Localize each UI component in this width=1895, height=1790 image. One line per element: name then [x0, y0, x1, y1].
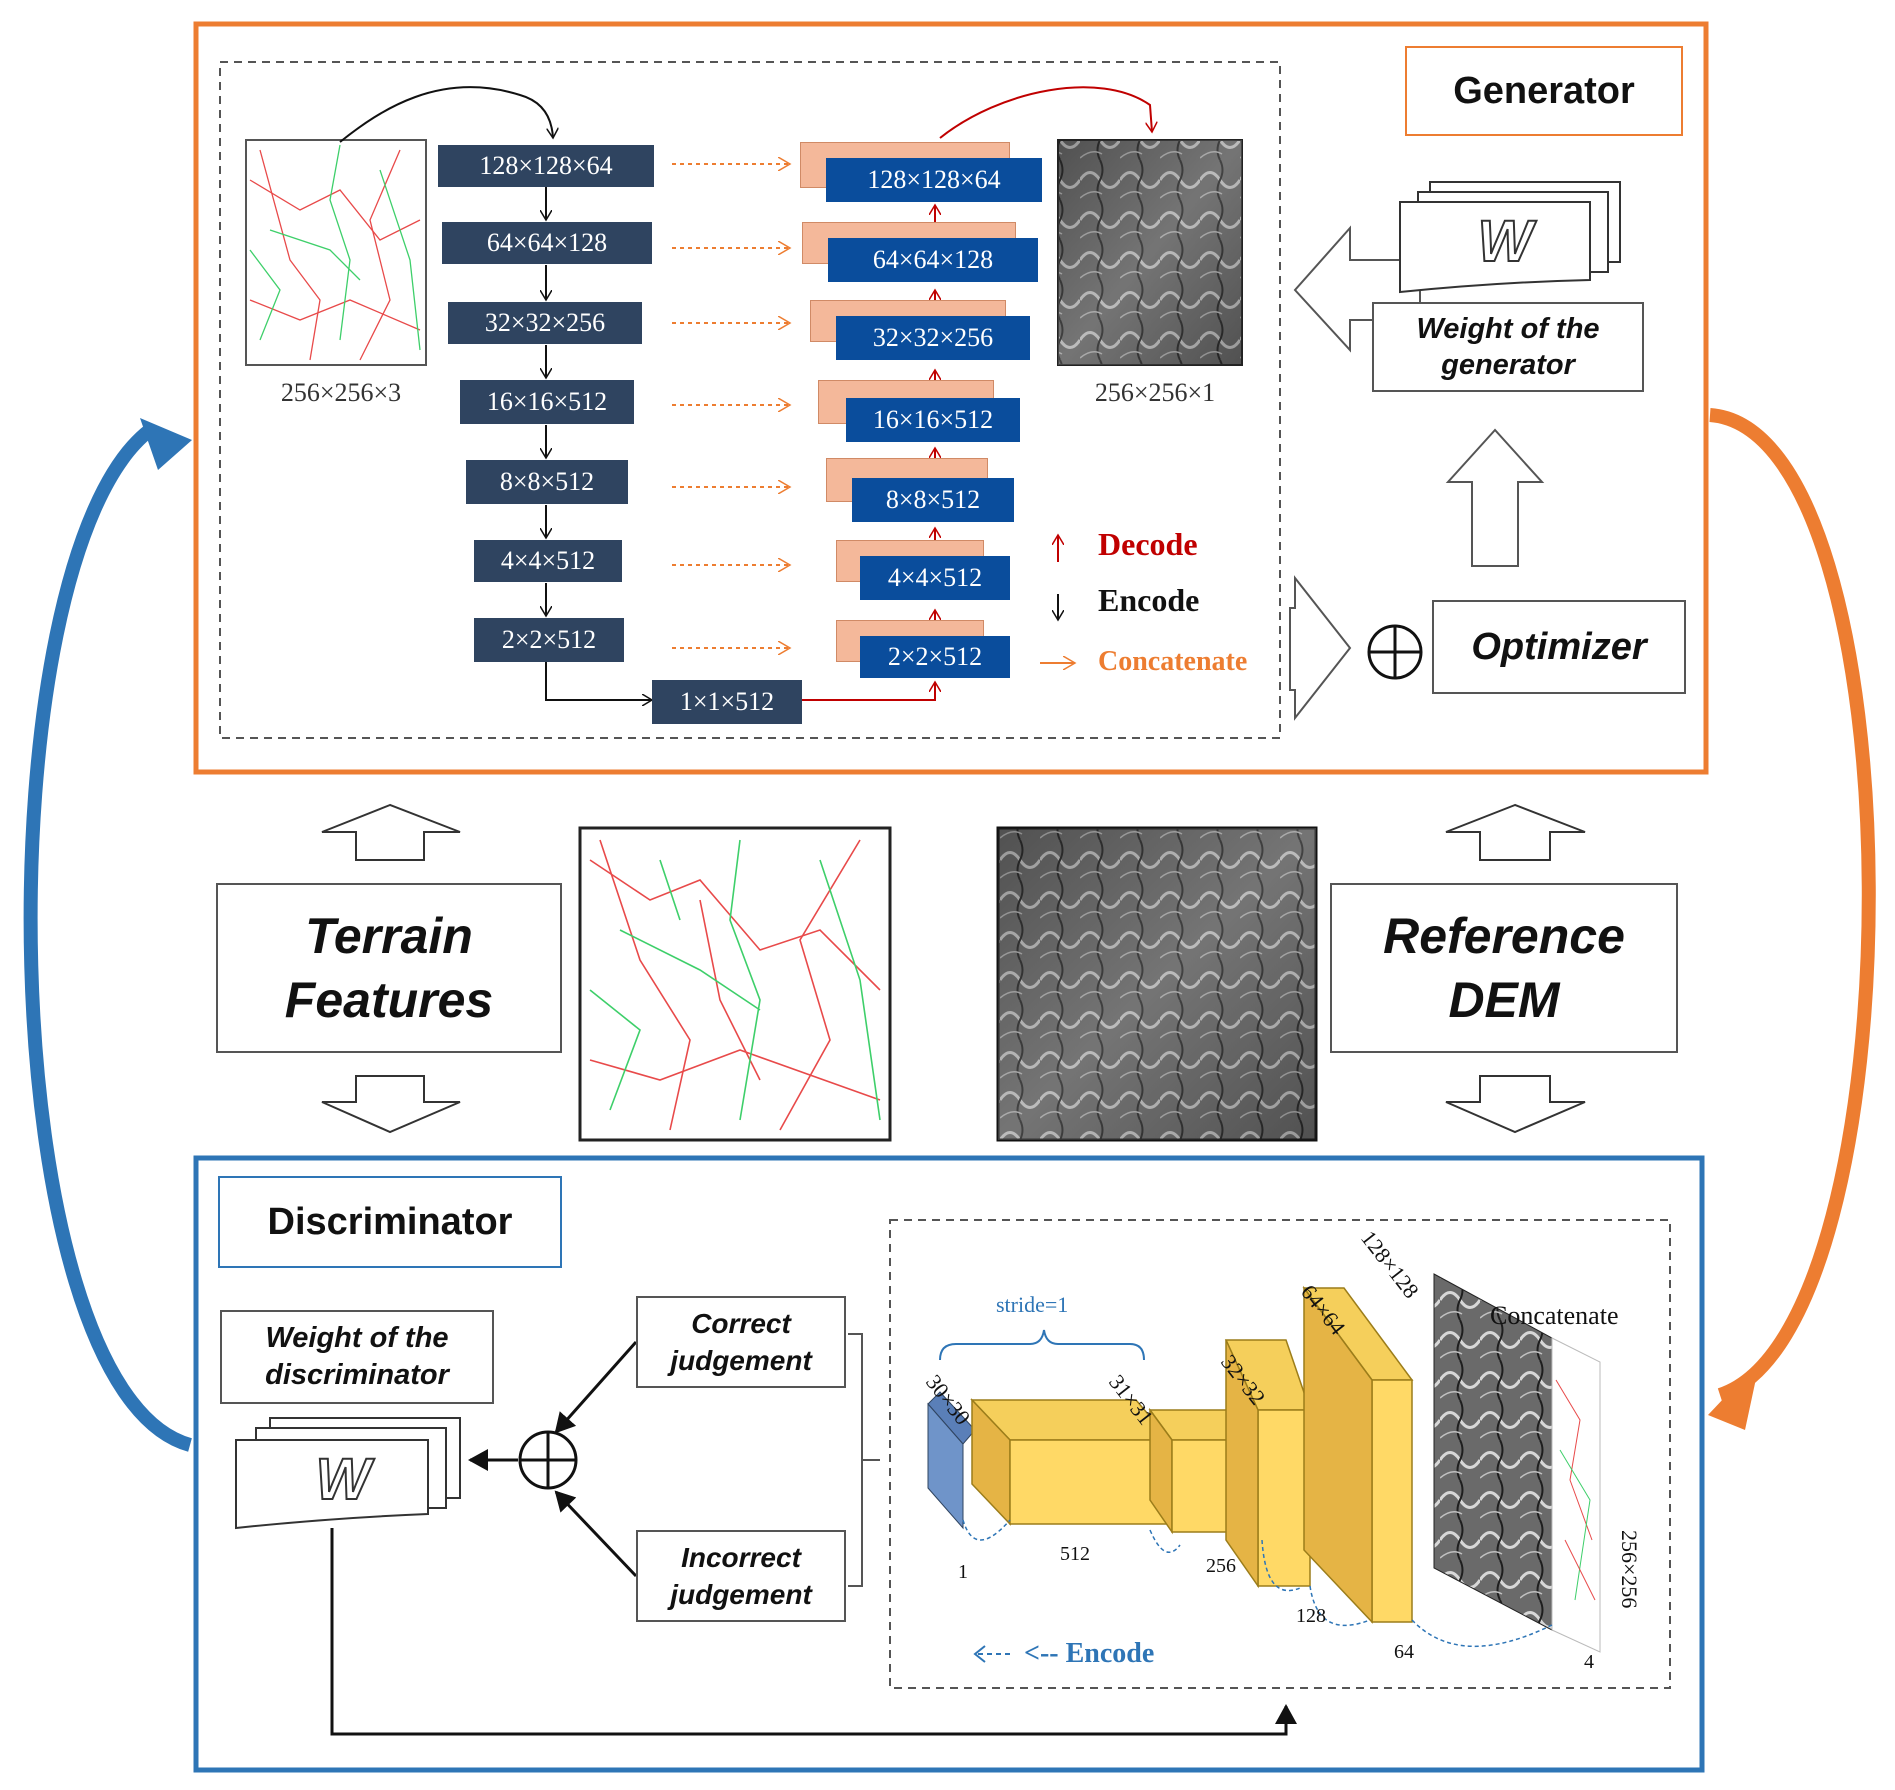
discriminator-weight-box: Weight of the discriminator — [220, 1310, 494, 1404]
terrain-features-label: Terrain Features — [284, 908, 494, 1028]
generator-weight-box: Weight of the generator — [1372, 302, 1644, 392]
optimizer-to-weight-arrow — [1445, 428, 1545, 567]
discriminator-title: Discriminator — [267, 1200, 513, 1243]
decoder-block-1: 64×64×128 — [828, 238, 1038, 282]
into-optimizer-arrow — [1289, 575, 1352, 721]
input-size-label: 256×256 — [1617, 1530, 1642, 1608]
generator-weight-stack — [1399, 181, 1621, 294]
generator-sum-icon — [1367, 624, 1423, 680]
channel-128: 128 — [1296, 1605, 1326, 1627]
orange-cycle-arrow — [1709, 408, 1876, 1402]
decoder-block-3: 16×16×512 — [846, 398, 1020, 442]
optimizer-label: Optimizer — [1471, 625, 1647, 668]
channel-4: 4 — [1584, 1651, 1594, 1673]
channel-1: 1 — [958, 1561, 968, 1583]
terrain-features-box: Terrain Features — [216, 883, 562, 1053]
generator-input-size: 256×256×3 — [280, 378, 402, 407]
discriminator-frame — [193, 1155, 1705, 1773]
generator-input-image — [245, 139, 427, 366]
discriminator-network-frame — [889, 1219, 1671, 1689]
decoder-block-4: 8×8×512 — [852, 478, 1014, 522]
optimizer-box: Optimizer — [1432, 600, 1686, 694]
legend-concatenate: Concatenate — [1098, 646, 1248, 677]
encoder-block-4: 8×8×512 — [466, 460, 628, 504]
blue-cycle-arrow — [23, 424, 192, 1452]
concatenate-label: Concatenate — [1490, 1301, 1619, 1330]
decoder-block-0: 128×128×64 — [826, 158, 1042, 202]
decoder-block-6: 2×2×512 — [860, 636, 1010, 678]
encoder-block-1: 64×64×128 — [442, 222, 652, 264]
discriminator-weight-label: Weight of the discriminator — [265, 1322, 449, 1391]
encode-label: <-- Encode — [1024, 1638, 1154, 1669]
discriminator-weight-symbol: W — [315, 1446, 372, 1513]
encoder-block-2: 32×32×256 — [448, 302, 642, 344]
generator-frame — [193, 21, 1709, 775]
correct-judgement-label: Correct judgement — [670, 1308, 812, 1376]
correct-judgement-box: Correct judgement — [636, 1296, 846, 1388]
stride-label: stride=1 — [996, 1292, 1068, 1317]
decoder-block-2: 32×32×256 — [836, 316, 1030, 360]
incorrect-judgement-box: Incorrect judgement — [636, 1530, 846, 1622]
bottleneck-block: 1×1×512 — [652, 680, 802, 724]
decoder-block-5: 4×4×512 — [860, 556, 1010, 600]
discriminator-title-box: Discriminator — [218, 1176, 562, 1268]
legend-encode: Encode — [1098, 582, 1200, 618]
encoder-block-3: 16×16×512 — [460, 380, 634, 424]
encoder-block-5: 4×4×512 — [474, 540, 622, 582]
channel-512: 512 — [1060, 1543, 1090, 1565]
legend-decode: Decode — [1098, 526, 1198, 562]
terrain-features-image — [578, 826, 892, 1142]
discriminator-sum-icon — [518, 1430, 578, 1490]
reference-dem-label: Reference DEM — [1383, 908, 1625, 1028]
generator-title: Generator — [1453, 69, 1635, 112]
generator-weight-symbol: W — [1477, 208, 1534, 275]
channel-64: 64 — [1394, 1641, 1414, 1663]
encoder-block-0: 128×128×64 — [438, 145, 654, 187]
incorrect-judgement-label: Incorrect judgement — [670, 1542, 812, 1610]
encoder-block-6: 2×2×512 — [474, 618, 624, 662]
discriminator-weight-stack — [235, 1417, 461, 1530]
layer-size-4: 128×128 — [1356, 1226, 1424, 1303]
generator-weight-label: Weight of the generator — [1416, 313, 1600, 381]
reference-dem-image — [996, 826, 1318, 1142]
channel-256: 256 — [1206, 1555, 1236, 1577]
generator-output-size: 256×256×1 — [1094, 378, 1216, 407]
generator-output-image — [1057, 139, 1243, 366]
reference-dem-box: Reference DEM — [1330, 883, 1678, 1053]
discriminator-network — [927, 1273, 1601, 1663]
generator-title-box: Generator — [1405, 46, 1683, 136]
